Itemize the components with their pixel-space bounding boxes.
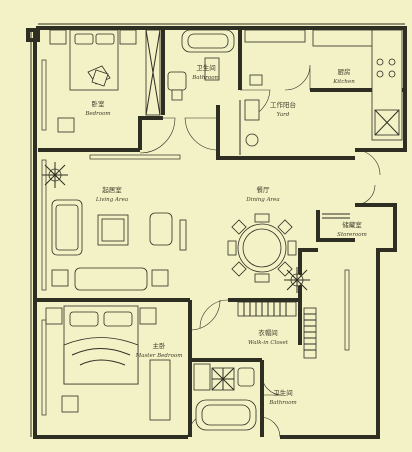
- bathroom-bottom-en: Bathroom: [268, 400, 297, 406]
- windows: [41, 59, 350, 416]
- kitchen-en: Kitchen: [332, 79, 355, 85]
- label-bathroom-top: 卫生间 Bathroom: [191, 63, 220, 81]
- storeroom-zh: 储藏室: [342, 220, 362, 229]
- closet-en: Walk-in Closet: [248, 340, 289, 346]
- bathroom-top-zh: 卫生间: [196, 63, 216, 72]
- kitchen-zh: 厨房: [338, 67, 351, 76]
- bathroom-top-fixtures: [167, 29, 235, 101]
- master-zh: 主卧: [153, 341, 167, 350]
- closet-fixtures: [237, 301, 317, 359]
- bedroom-en: Bedroom: [84, 111, 110, 117]
- bedroom-furniture: [49, 29, 161, 133]
- living-zh: 起居室: [102, 185, 122, 194]
- label-master: 主卧 Master Bedroom: [135, 341, 183, 359]
- dining-furniture: [227, 213, 310, 293]
- label-living: 起居室 Living Area: [95, 185, 128, 203]
- label-dining: 餐厅 Dining Area: [245, 185, 279, 203]
- dining-en: Dining Area: [245, 197, 279, 203]
- label-bathroom-bottom: 卫生间 Bathroom: [268, 388, 297, 406]
- label-yard: 工作阳台 Yard: [270, 100, 296, 118]
- kitchen-fixtures: [244, 29, 403, 147]
- interior-walls: [35, 28, 405, 437]
- bathroom-bottom-fixtures: [193, 363, 257, 431]
- bathroom-top-en: Bathroom: [191, 75, 220, 81]
- living-en: Living Area: [95, 197, 128, 203]
- plant-icon: [42, 162, 68, 188]
- label-storeroom: 储藏室 Storeroom: [337, 220, 367, 238]
- bedroom-zh: 卧室: [92, 99, 106, 108]
- closet-zh: 衣帽间: [258, 328, 278, 337]
- label-kitchen: 厨房 Kitchen: [332, 67, 355, 85]
- master-en: Master Bedroom: [135, 353, 183, 359]
- outer-walls: [26, 23, 407, 439]
- label-closet: 衣帽间 Walk-in Closet: [248, 328, 289, 346]
- living-furniture: [42, 162, 187, 291]
- yard-en: Yard: [277, 112, 290, 118]
- storeroom-shelves: [322, 213, 350, 219]
- dining-zh: 餐厅: [257, 185, 271, 194]
- label-bedroom: 卧室 Bedroom: [84, 99, 110, 117]
- yard-zh: 工作阳台: [270, 100, 296, 109]
- plant-icon: [284, 267, 310, 293]
- master-furniture: [45, 305, 171, 421]
- bathroom-bottom-zh: 卫生间: [273, 388, 293, 397]
- storeroom-en: Storeroom: [337, 232, 367, 238]
